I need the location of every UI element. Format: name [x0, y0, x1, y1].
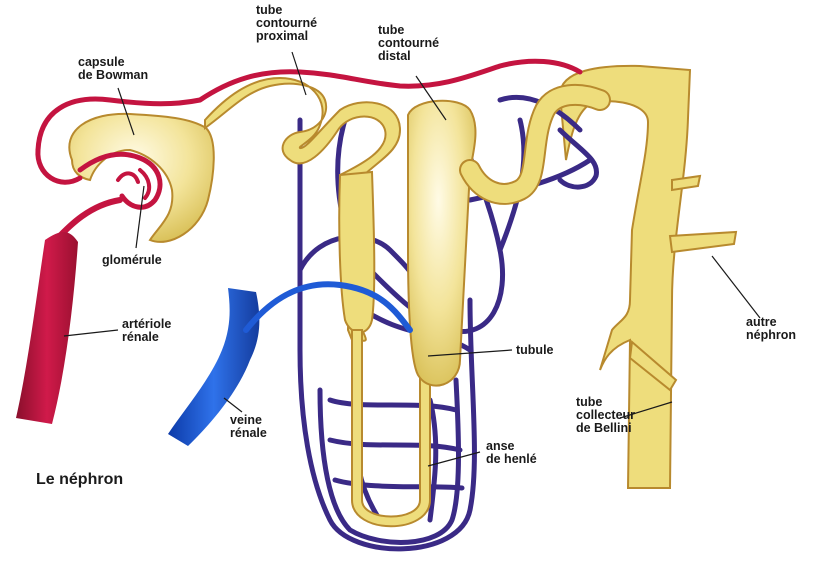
label-line: tube: [256, 3, 282, 17]
label-line: glomérule: [102, 253, 162, 267]
diagram-title: Le néphron: [36, 471, 123, 488]
bowman-capsule: [69, 114, 213, 242]
renal-arteriole: [16, 232, 78, 424]
label-line: néphron: [746, 328, 796, 342]
label-line: distal: [378, 49, 411, 63]
label-line: tube: [576, 395, 602, 409]
label-glomerule: glomérule: [102, 253, 162, 267]
label-line: tubule: [516, 343, 554, 357]
label-line: capsule: [78, 55, 125, 69]
glomerulus-loop: [118, 173, 138, 182]
label-line: collecteur: [576, 408, 635, 422]
descending-limb: [339, 172, 374, 332]
label-line: tube: [378, 23, 404, 37]
label-line: rénale: [122, 330, 159, 344]
label-line: contourné: [378, 36, 439, 50]
leader-veine: [224, 398, 242, 412]
label-line: contourné: [256, 16, 317, 30]
capillary-vessel: [330, 400, 456, 410]
leader-autre: [712, 256, 760, 318]
leader-arteriole: [64, 330, 118, 336]
label-line: proximal: [256, 29, 308, 43]
capillary-vessel: [330, 440, 460, 450]
label-line: rénale: [230, 426, 267, 440]
label-line: de Bellini: [576, 421, 632, 435]
distal-tubule: [408, 101, 475, 386]
label-line: anse: [486, 439, 515, 453]
label-line: de Bowman: [78, 68, 148, 82]
label-line: artériole: [122, 317, 171, 331]
label-line: autre: [746, 315, 777, 329]
duct-branch: [670, 232, 736, 252]
label-line: de henlé: [486, 452, 537, 466]
glomerulus-loop: [140, 170, 149, 198]
leader-glomerule: [136, 186, 144, 248]
label-line: veine: [230, 413, 262, 427]
label-tubule: tubule: [516, 343, 554, 357]
